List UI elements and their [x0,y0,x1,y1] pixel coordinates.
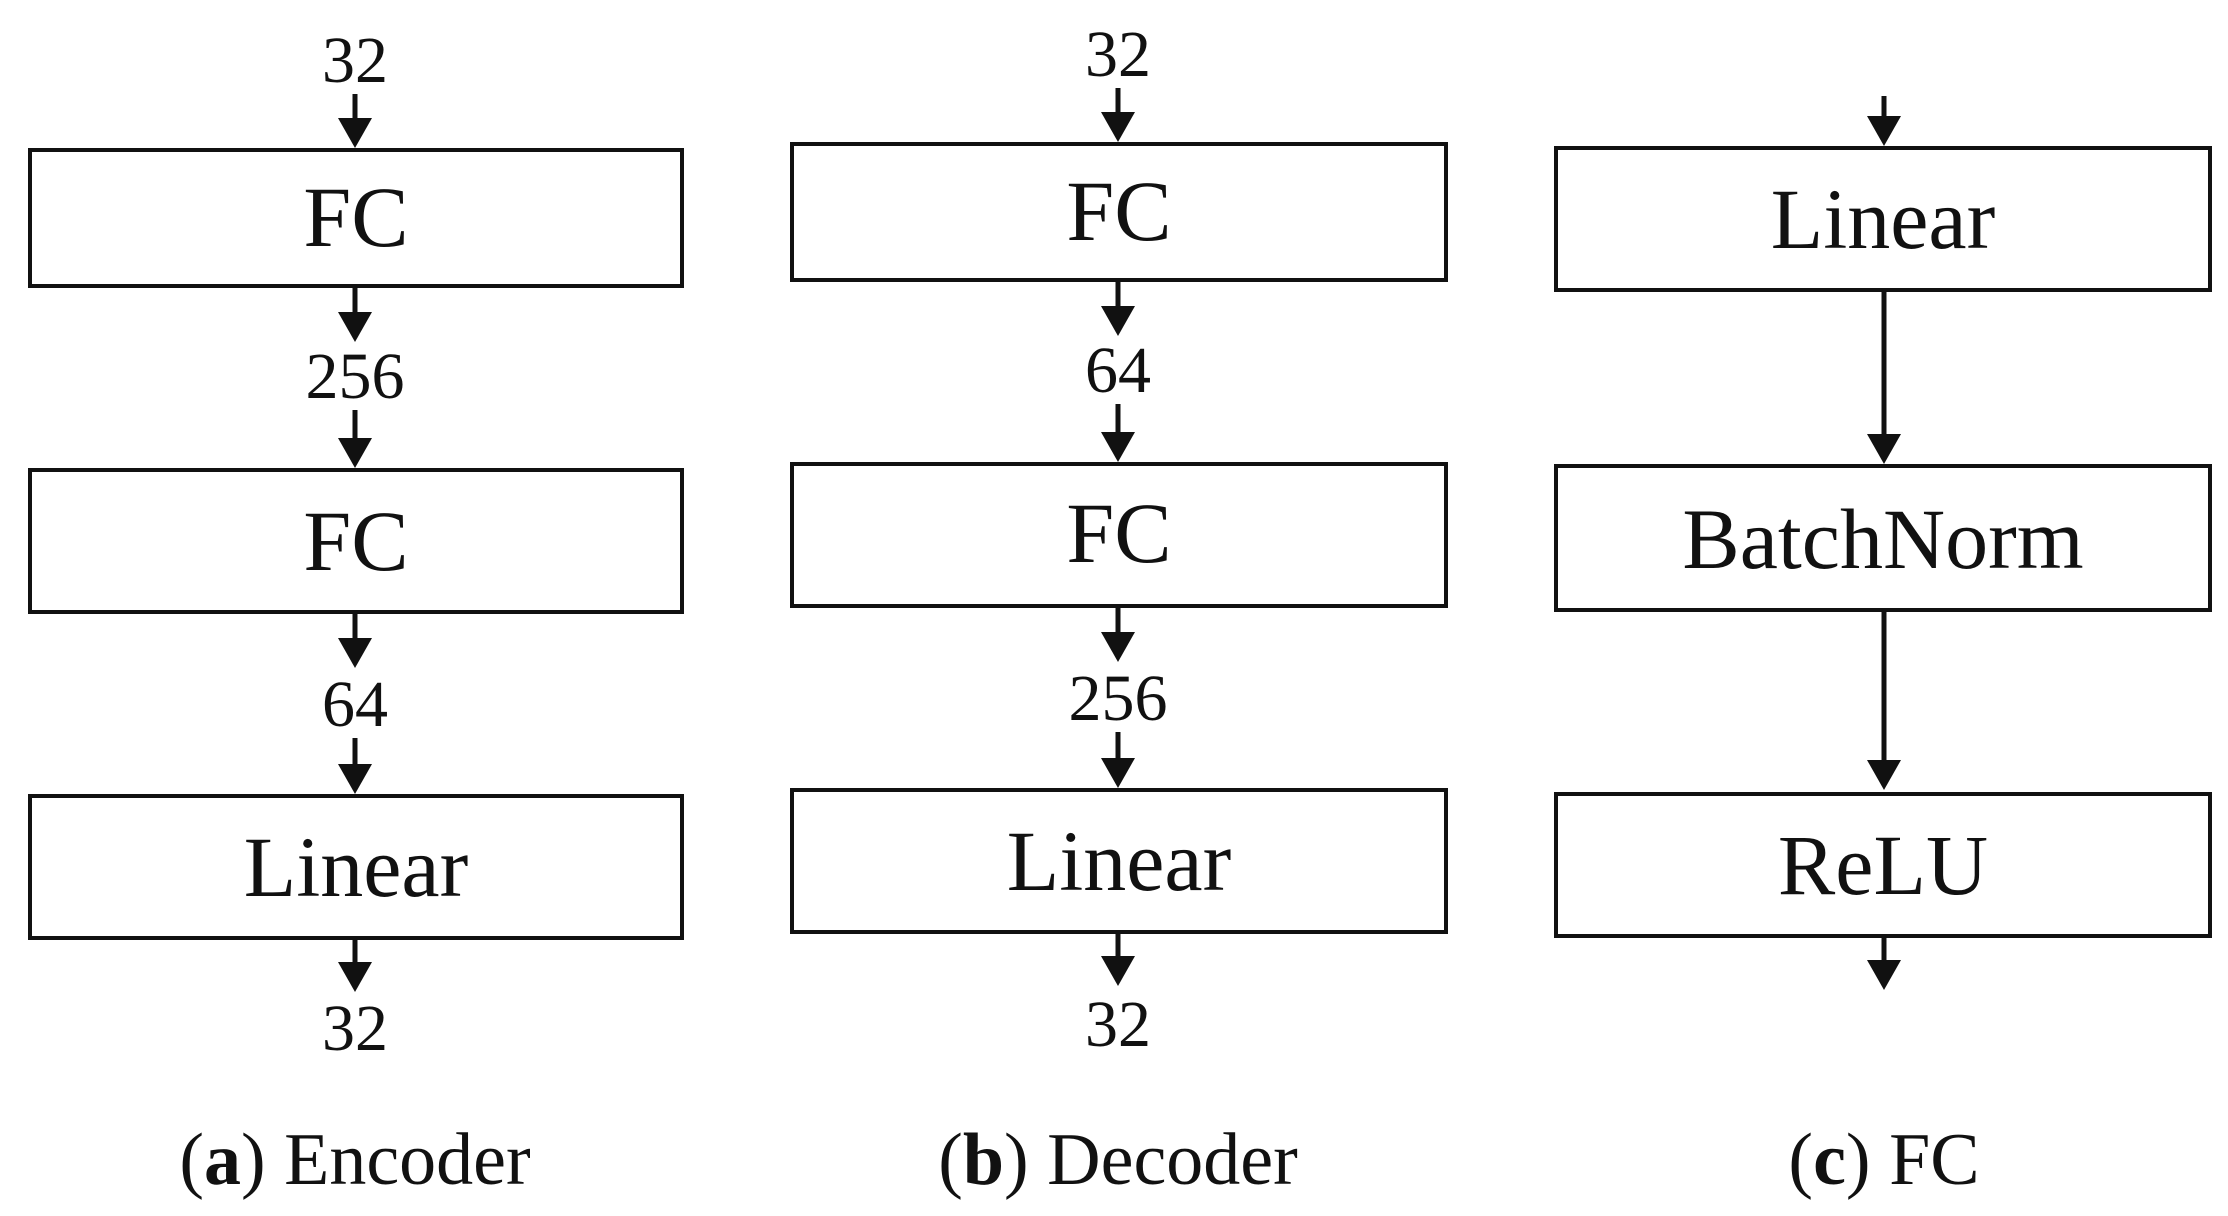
decoder-input-dim: 32 [1085,18,1151,91]
decoder-caption: (b) Decoder [938,1119,1298,1201]
fc-block-linear-label: Linear [1771,171,1995,267]
decoder-output-dim: 32 [1085,988,1151,1061]
fc-block-batchnorm: BatchNorm [1554,464,2212,612]
fc-arrow-input [1867,96,1901,146]
decoder-block-fc-2-label: FC [1066,485,1171,581]
fc-block-linear: Linear [1554,146,2212,292]
fc-caption: (c) FC [1788,1119,1979,1201]
fc-block-relu: ReLU [1554,792,2212,938]
encoder-input-dim: 32 [322,24,388,97]
fc-block-batchnorm-label: BatchNorm [1682,491,2083,587]
encoder-block-fc-2: FC [28,468,684,614]
encoder-panel: 32 FC 256 FC 64 [28,24,684,1201]
encoder-hidden-dim-1: 256 [306,340,405,413]
encoder-arrow-1a [338,288,372,342]
decoder-arrow-input [1101,88,1135,142]
encoder-arrow-2a [338,614,372,668]
encoder-block-fc-1-label: FC [303,169,408,265]
decoder-block-linear-label: Linear [1007,813,1231,909]
decoder-arrow-1b [1101,404,1135,462]
fc-arrow-2 [1867,612,1901,790]
decoder-block-fc-1: FC [790,142,1448,282]
encoder-hidden-dim-2: 64 [322,668,388,741]
decoder-arrow-2a [1101,608,1135,662]
fc-block-relu-label: ReLU [1778,817,1988,913]
decoder-block-fc-1-label: FC [1066,163,1171,259]
fc-arrow-1 [1867,292,1901,464]
encoder-arrow-output [338,940,372,992]
decoder-hidden-dim-2: 256 [1069,662,1168,735]
encoder-arrow-input [338,94,372,148]
decoder-block-linear: Linear [790,788,1448,934]
encoder-block-fc-1: FC [28,148,684,288]
decoder-block-fc-2: FC [790,462,1448,608]
decoder-hidden-dim-1: 64 [1085,334,1151,407]
encoder-arrow-2b [338,738,372,794]
encoder-block-fc-2-label: FC [303,493,408,589]
decoder-arrow-2b [1101,732,1135,788]
fc-panel: Linear BatchNorm ReLU (c) FC [1554,96,2212,1201]
encoder-arrow-1b [338,410,372,468]
fc-arrow-output [1867,938,1901,990]
decoder-arrow-output [1101,934,1135,986]
encoder-block-linear: Linear [28,794,684,940]
encoder-block-linear-label: Linear [244,819,468,915]
decoder-arrow-1a [1101,282,1135,336]
encoder-output-dim: 32 [322,992,388,1065]
encoder-caption: (a) Encoder [179,1119,530,1201]
decoder-panel: 32 FC 64 FC 256 [790,18,1448,1201]
